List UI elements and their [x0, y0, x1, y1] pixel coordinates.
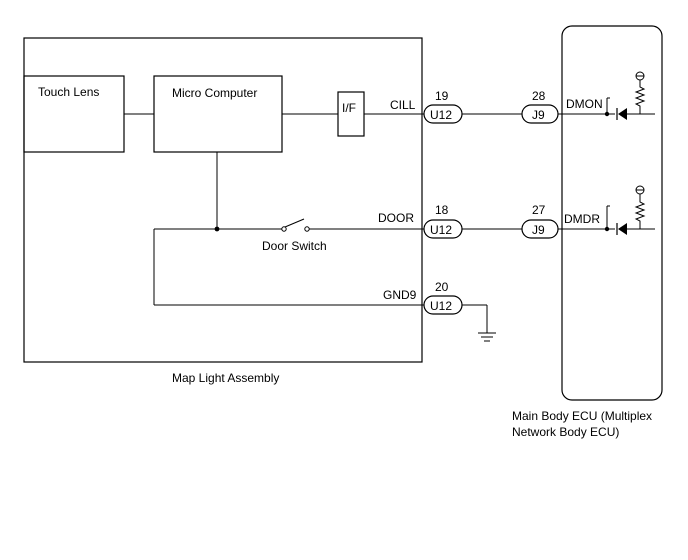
ecu-box — [561, 25, 663, 401]
dmon-pin-label: 28 — [532, 89, 546, 103]
dmon-diode-triangle — [618, 108, 627, 120]
gnd-signal-label: GND9 — [383, 288, 417, 302]
door-pin-label: 18 — [435, 203, 449, 217]
gnd-connector: U12 20 — [423, 280, 463, 315]
gnd-connector-label: U12 — [430, 299, 452, 313]
cill-connector-label: U12 — [430, 108, 452, 122]
dmdr-internal-circuit — [604, 185, 655, 235]
dmon-connector-label: J9 — [532, 108, 545, 122]
cill-signal-label: CILL — [390, 98, 416, 112]
dmon-signal-label: DMON — [566, 97, 603, 111]
door-switch-contact-right — [304, 226, 310, 232]
dmdr-connector: J9 27 — [521, 203, 559, 239]
micro-computer-label: Micro Computer — [172, 86, 257, 100]
dmdr-diode-triangle — [618, 223, 627, 235]
dmon-connector: J9 28 — [521, 89, 559, 124]
dmdr-connector-label: J9 — [532, 223, 545, 237]
ecu-label-line2: Network Body ECU) — [512, 425, 619, 439]
dmon-internal-circuit — [604, 71, 655, 120]
map-light-assembly-label: Map Light Assembly — [172, 371, 279, 385]
cill-pin-label: 19 — [435, 89, 449, 103]
touch-lens-label: Touch Lens — [38, 85, 99, 99]
ecu-label-line1: Main Body ECU (Multiplex — [512, 409, 652, 423]
door-switch-contact-left — [281, 226, 287, 232]
dmdr-pin-label: 27 — [532, 203, 546, 217]
ground-symbol — [478, 332, 496, 342]
cill-connector: U12 19 — [423, 89, 463, 124]
door-signal-label: DOOR — [378, 211, 414, 225]
dmdr-resistor — [634, 194, 646, 229]
door-connector-label: U12 — [430, 223, 452, 237]
dmon-resistor — [634, 80, 646, 114]
gnd-pin-label: 20 — [435, 280, 449, 294]
door-switch-blade — [284, 218, 305, 228]
dmdr-signal-label: DMDR — [564, 212, 600, 226]
door-switch-label: Door Switch — [262, 239, 327, 253]
map-light-assembly-box — [23, 37, 423, 363]
door-connector: U12 18 — [423, 203, 463, 239]
interface-label: I/F — [342, 101, 356, 115]
